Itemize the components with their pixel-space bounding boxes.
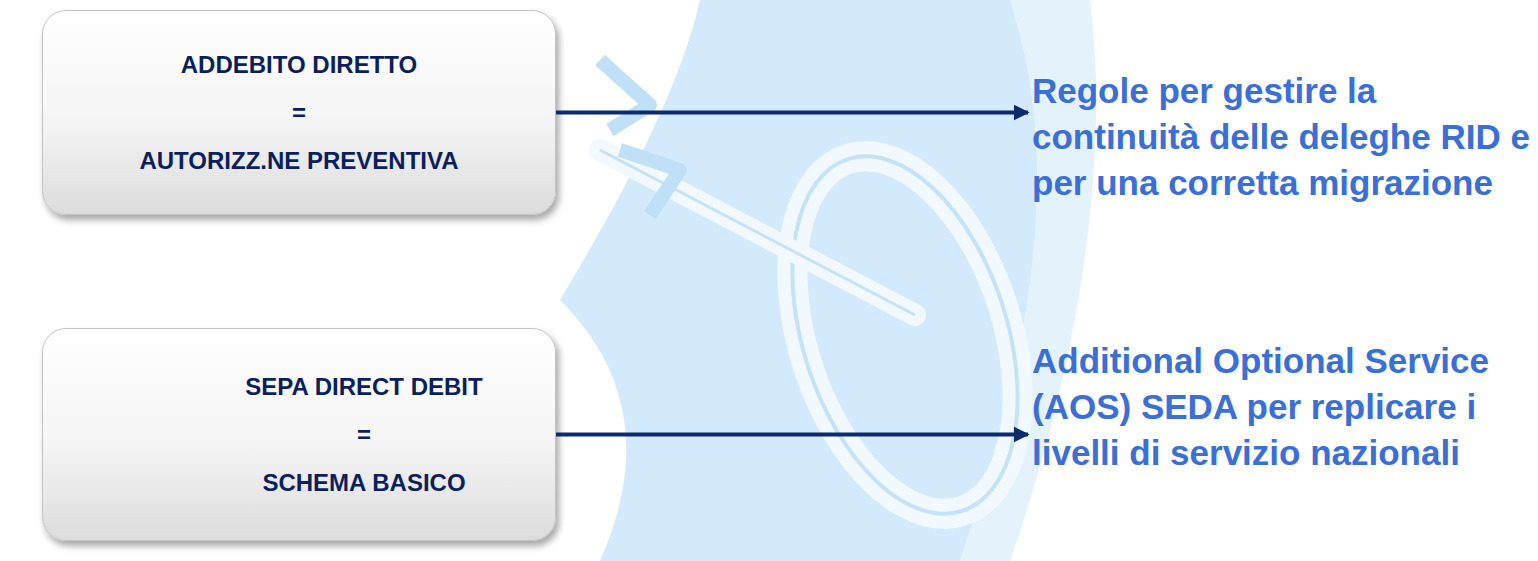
node-text: SEPA DIRECT DEBIT	[245, 375, 482, 399]
arrow-connector	[556, 111, 1028, 115]
target-ring	[751, 128, 1059, 543]
node-text: Regole per gestire la continuità delle d…	[1032, 68, 1532, 206]
process-box: SEPA DIRECT DEBIT = SCHEMA BASICO	[42, 328, 556, 541]
dart-shaft	[600, 150, 915, 315]
node-text: AUTORIZZ.NE PREVENTIVA	[139, 149, 458, 173]
node-text: Additional Optional Service (AOS) SEDA p…	[1032, 338, 1532, 476]
description-text: Additional Optional Service (AOS) SEDA p…	[1032, 312, 1532, 502]
arrow-connector	[556, 433, 1028, 437]
dart-feather	[600, 60, 680, 215]
description-text: Regole per gestire la continuità delle d…	[1032, 42, 1532, 232]
node-text: ADDEBITO DIRETTO	[181, 53, 417, 77]
node-text: =	[357, 423, 371, 447]
target-ring	[751, 128, 1059, 543]
dart-shaft	[600, 150, 915, 315]
process-box: ADDEBITO DIRETTO = AUTORIZZ.NE PREVENTIVA	[42, 10, 556, 215]
node-text: SCHEMA BASICO	[262, 471, 465, 495]
node-text: =	[292, 101, 306, 125]
